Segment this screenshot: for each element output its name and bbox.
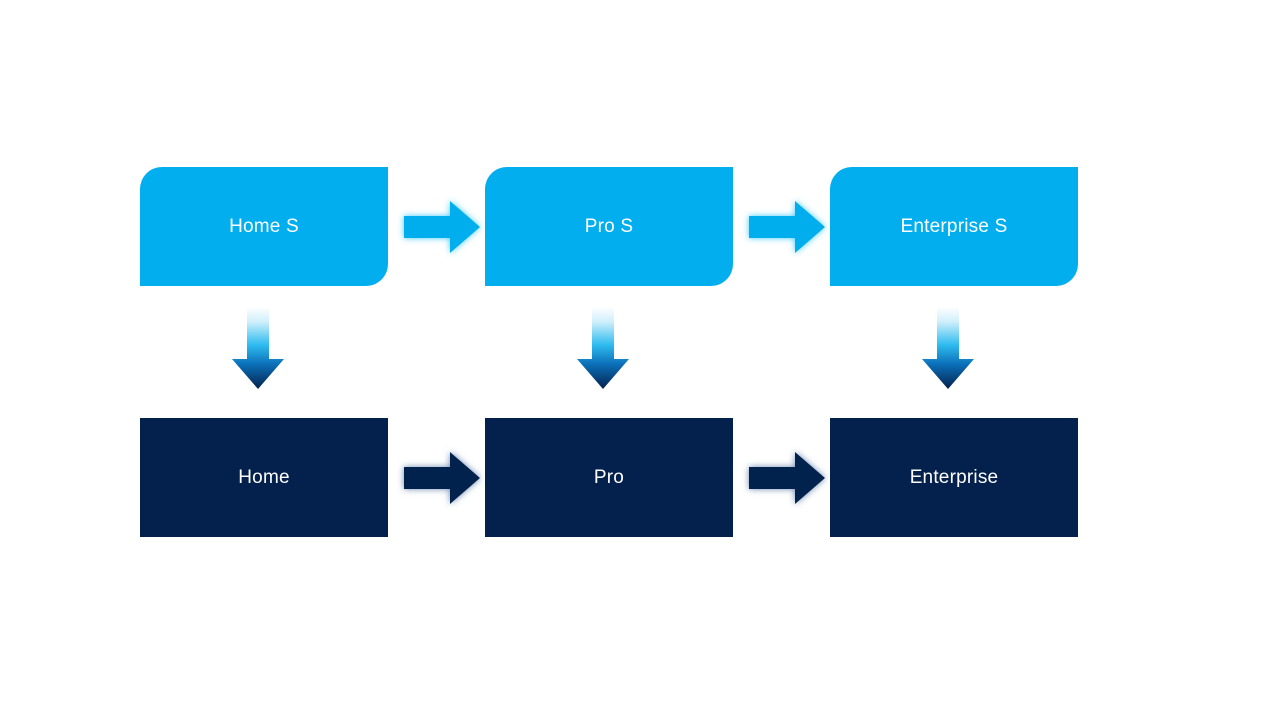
connector-pro-s-to-enterprise-s	[745, 196, 829, 258]
node-pro-s[interactable]: Pro S	[485, 167, 733, 286]
node-label: Pro S	[584, 216, 634, 237]
connector-pro-to-enterprise	[745, 447, 829, 509]
node-enterprise[interactable]: Enterprise	[830, 418, 1078, 537]
node-home[interactable]: Home	[140, 418, 388, 537]
arrow-right-icon	[749, 201, 825, 253]
arrow-down-icon	[922, 307, 974, 389]
connector-home-s-to-home	[228, 305, 288, 391]
node-home-s[interactable]: Home S	[140, 167, 388, 286]
node-label: Home S	[229, 216, 299, 237]
node-label: Enterprise	[909, 467, 999, 488]
arrow-down-icon	[232, 307, 284, 389]
node-enterprise-s[interactable]: Enterprise S	[830, 167, 1078, 286]
node-label: Enterprise S	[900, 216, 1008, 237]
connector-home-to-pro	[400, 447, 484, 509]
arrow-right-icon	[749, 452, 825, 504]
connector-home-s-to-pro-s	[400, 196, 484, 258]
connector-pro-s-to-pro	[573, 305, 633, 391]
arrow-right-icon	[404, 201, 480, 253]
node-pro[interactable]: Pro	[485, 418, 733, 537]
node-label: Pro	[593, 467, 625, 488]
arrow-right-icon	[404, 452, 480, 504]
node-label: Home	[238, 467, 290, 488]
arrow-down-icon	[577, 307, 629, 389]
connector-enterprise-s-to-enterprise	[918, 305, 978, 391]
